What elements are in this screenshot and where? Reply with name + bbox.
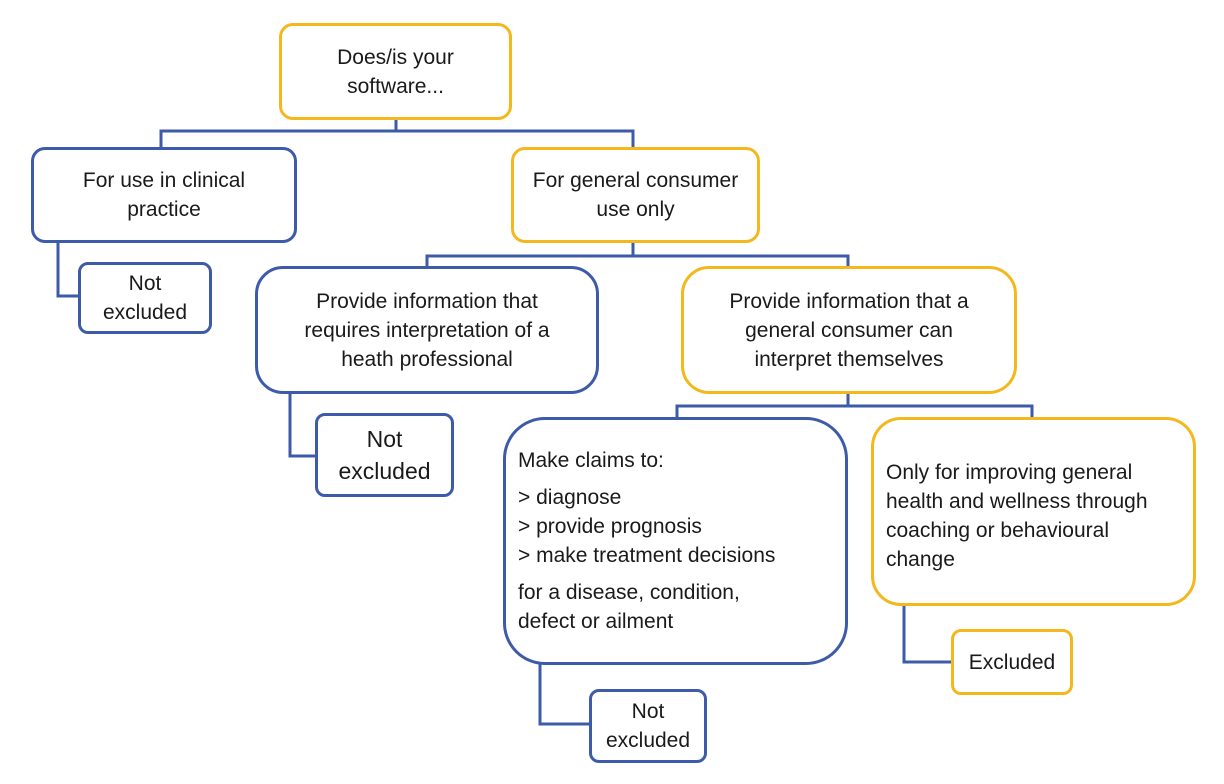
connector-self-interpret-to-claims xyxy=(675,391,850,420)
connector-consumer-to-requires-hp xyxy=(425,239,635,269)
node-claims-heading: Make claims to: xyxy=(518,449,664,472)
node-claims-item-diagnose: > diagnose xyxy=(518,486,622,509)
node-wellness-line1: Only for improving general xyxy=(886,460,1133,484)
node-claims-item-prognosis: > provide prognosis xyxy=(518,515,702,538)
node-wellness-only: Only for improving general health and we… xyxy=(871,417,1196,606)
node-make-claims: Make claims to: > diagnose > provide pro… xyxy=(503,417,848,665)
connector-root-to-clinical xyxy=(159,117,398,150)
connector-clinical-to-result xyxy=(56,239,81,298)
connector-consumer-to-self-interpret xyxy=(631,254,850,269)
node-claims-footer-line1: for a disease, condition, xyxy=(518,581,740,604)
node-wellness-excluded: Excluded xyxy=(951,629,1073,695)
node-requires-hp-result-line1: Not xyxy=(366,426,403,452)
node-general-consumer: For general consumer use only xyxy=(511,147,760,243)
node-requires-hp-line1: Provide information that xyxy=(316,289,538,313)
node-requires-hp-result-line2: excluded xyxy=(338,458,431,484)
node-self-interpret: Provide information that a general consu… xyxy=(681,266,1017,394)
node-wellness-line3: coaching or behavioural xyxy=(886,518,1109,542)
node-clinical-line1: For use in clinical xyxy=(82,169,246,192)
node-consumer-line1: For general consumer xyxy=(532,169,739,192)
node-root: Does/is your software... xyxy=(279,23,512,120)
node-requires-hp-line3: heath professional xyxy=(341,347,513,371)
node-wellness-line4: change xyxy=(886,547,955,571)
node-claims-footer-line2: defect or ailment xyxy=(518,610,674,633)
node-claims-item-treatment: > make treatment decisions xyxy=(518,544,776,567)
node-self-interpret-line2: general consumer can xyxy=(745,318,953,342)
connector-self-interpret-to-wellness xyxy=(846,404,1034,420)
node-clinical-line2: practice xyxy=(127,198,201,221)
node-consumer-line2: use only xyxy=(596,198,675,221)
node-wellness-line2: health and wellness through xyxy=(886,489,1148,513)
node-requires-hp-line2: requires interpretation of a xyxy=(304,318,550,342)
node-requires-health-professional: Provide information that requires interp… xyxy=(255,266,599,394)
connector-claims-to-result xyxy=(538,661,592,726)
node-claims-result-line2: excluded xyxy=(605,729,691,752)
connector-root-to-consumer xyxy=(394,129,635,150)
node-claims-result-line1: Not xyxy=(631,700,665,723)
node-wellness-result-line1: Excluded xyxy=(968,650,1056,674)
node-root-line1: Does/is your xyxy=(337,45,454,69)
node-clinical-not-excluded: Not excluded xyxy=(78,262,212,334)
node-clinical-result-line1: Not xyxy=(128,272,162,295)
node-self-interpret-line1: Provide information that a xyxy=(729,289,969,313)
node-clinical-practice: For use in clinical practice xyxy=(31,147,297,243)
connector-wellness-to-result xyxy=(902,602,954,664)
node-requires-hp-not-excluded: Not excluded xyxy=(315,413,454,497)
connector-requires-hp-to-result xyxy=(288,391,318,458)
node-clinical-result-line2: excluded xyxy=(102,301,188,324)
node-claims-not-excluded: Not excluded xyxy=(589,689,707,763)
node-self-interpret-line3: interpret themselves xyxy=(754,347,944,371)
node-root-line2: software... xyxy=(347,74,444,98)
